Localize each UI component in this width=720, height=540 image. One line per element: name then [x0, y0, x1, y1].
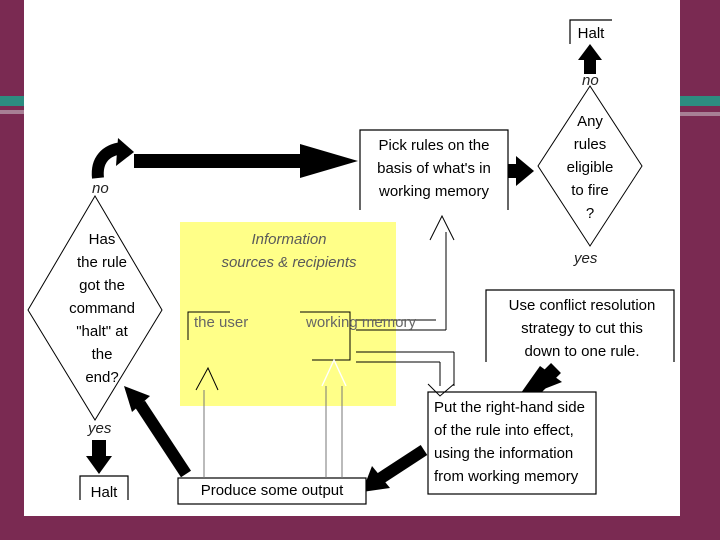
user-label: the user [194, 314, 249, 331]
memory-to-pick-head [429, 214, 455, 241]
rhs-to-output-shaft [374, 444, 428, 486]
has-rule-diamond [27, 195, 163, 421]
halt-top-box [569, 19, 612, 44]
info-panel [180, 222, 396, 406]
has-rule-label: Has the rule got the command "halt" at t… [69, 231, 135, 386]
accent-line-left [0, 110, 24, 114]
pick-rules-label: Pick rules on the basis of what's in wor… [377, 137, 491, 200]
loop-arrow-head [300, 144, 358, 178]
any-rules-label: Any rules eligible to fire ? [566, 113, 614, 222]
rhs-to-output-head [362, 466, 390, 492]
produce-output-box [177, 477, 367, 505]
produce-output-label: Produce some output [200, 482, 344, 499]
output-to-diamond-shaft [134, 400, 192, 478]
loop-arrow-shaft [134, 154, 306, 168]
memory-to-rhs-head [427, 383, 455, 397]
put-rhs-box [427, 391, 597, 495]
loop-arrow-curve-head [116, 138, 134, 166]
arrow-down-halt-head [86, 456, 112, 474]
yes-left-label: yes [88, 420, 112, 437]
no-top-label: no [582, 72, 599, 89]
info-panel-title: Information sources & recipients [221, 231, 357, 271]
bottom-band [0, 516, 720, 540]
yes-right-label: yes [574, 250, 598, 267]
arrow-up-halt-shaft [584, 58, 596, 74]
output-to-diamond-head [124, 386, 150, 412]
memory-box-outline [300, 311, 351, 361]
accent-line-right [680, 112, 720, 116]
memory-arrow-head [321, 358, 347, 387]
arrow-up-halt-head [578, 44, 602, 60]
halt-bottom-box [79, 475, 129, 500]
pick-to-diamond-head [516, 156, 534, 186]
put-rhs-label: Put the right-hand side of the rule into… [434, 399, 585, 485]
arrow-down-halt-shaft [92, 440, 106, 460]
user-arrow-head [195, 366, 219, 391]
any-rules-diamond [537, 85, 643, 247]
conflict-label: Use conflict resolution strategy to cut … [508, 297, 656, 360]
conflict-box [485, 289, 675, 362]
memory-label: working memory [306, 314, 417, 331]
accent-bar-right [680, 96, 720, 106]
no-left-label: no [92, 180, 109, 197]
accent-bar-left [0, 96, 24, 106]
halt-top-label: Halt [577, 25, 605, 42]
user-box-outline [187, 311, 230, 340]
halt-bottom-label: Halt [90, 484, 118, 501]
